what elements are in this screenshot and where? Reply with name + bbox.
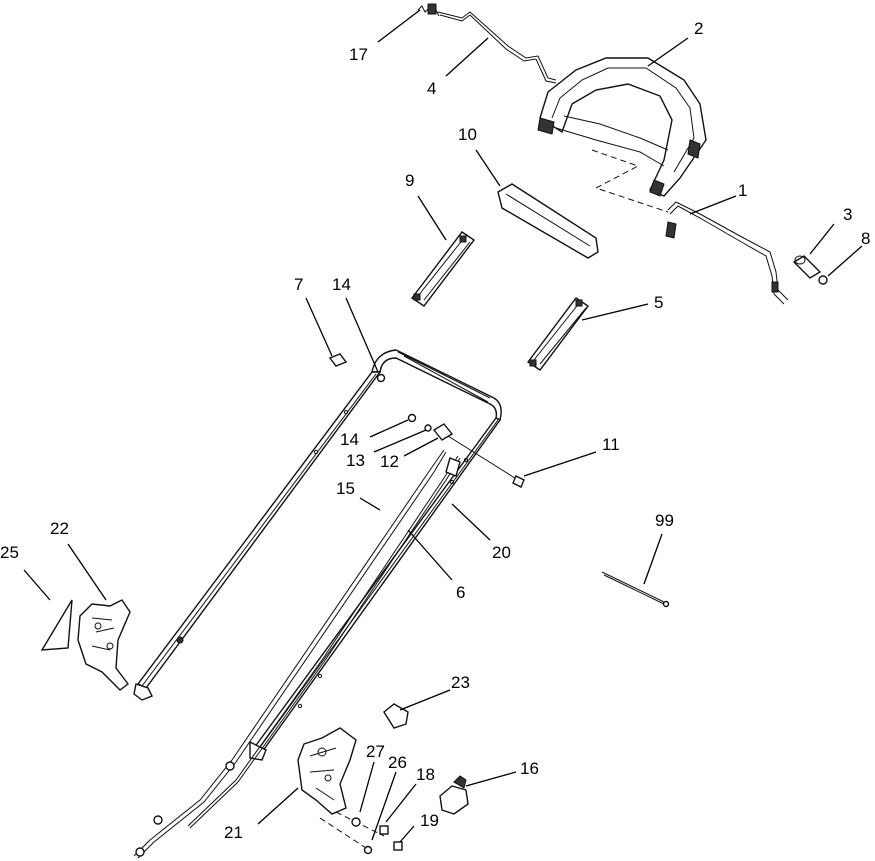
part-4-rod bbox=[437, 11, 557, 84]
part-25-decal bbox=[40, 599, 73, 651]
callout-9: 9 bbox=[405, 171, 414, 190]
part-14-nut bbox=[407, 413, 417, 423]
callout-7: 7 bbox=[294, 275, 303, 294]
part-16-adjuster bbox=[439, 775, 469, 815]
part-26-bolt bbox=[363, 845, 373, 855]
callout-14-top: 14 bbox=[332, 275, 351, 294]
part-19-spring bbox=[417, 3, 440, 17]
part-12-clamp bbox=[432, 423, 454, 441]
callout-18: 19 bbox=[420, 811, 439, 830]
callout-19: 17 bbox=[349, 45, 368, 64]
part-3-knob bbox=[792, 255, 822, 279]
callout-15: 15 bbox=[336, 479, 355, 498]
callout-99: 99 bbox=[655, 511, 674, 530]
part-27-washer bbox=[351, 817, 361, 827]
callout-1: 1 bbox=[738, 181, 747, 200]
part-22-bracket-left bbox=[77, 599, 131, 691]
part-21-bracket-right bbox=[297, 727, 357, 815]
callout-10: 10 bbox=[458, 125, 477, 144]
callout-2: 2 bbox=[694, 19, 703, 38]
callout-25: 25 bbox=[0, 543, 19, 562]
callout-16: 16 bbox=[520, 759, 539, 778]
part-15-cable bbox=[133, 449, 447, 859]
part-18-nut bbox=[393, 841, 403, 851]
part-11-bolt bbox=[447, 435, 525, 488]
callout-labels: 17 4 2 10 1 3 8 9 5 7 14 14 13 12 11 15 … bbox=[0, 19, 870, 842]
callout-22: 22 bbox=[50, 519, 69, 538]
part-5-bracket bbox=[526, 297, 590, 371]
hidden-line bbox=[591, 149, 669, 213]
callout-4: 4 bbox=[427, 79, 436, 98]
callout-20: 20 bbox=[492, 543, 511, 562]
part-13-washer bbox=[424, 424, 432, 432]
callout-12: 12 bbox=[380, 452, 399, 471]
callout-11: 11 bbox=[602, 435, 620, 454]
callout-13: 13 bbox=[346, 451, 365, 470]
callout-6: 6 bbox=[456, 583, 465, 602]
part-7-clip bbox=[328, 353, 348, 367]
part-23-knob bbox=[383, 703, 409, 729]
part-17-spacer bbox=[379, 825, 389, 835]
part-8-nut bbox=[818, 275, 828, 285]
part-14-screw-top bbox=[376, 373, 386, 383]
callout-17: 18 bbox=[416, 765, 435, 784]
callout-21: 21 bbox=[224, 823, 243, 842]
part-99-rod bbox=[601, 571, 670, 608]
callout-3: 3 bbox=[843, 205, 852, 224]
part-1-cable bbox=[665, 201, 789, 305]
callout-26: 26 bbox=[388, 753, 407, 772]
part-20-cable bbox=[187, 455, 461, 829]
hidden-line-2 bbox=[319, 811, 385, 849]
leader-lines bbox=[23, 9, 863, 843]
part-10-cover bbox=[497, 183, 599, 259]
part-2-bail-handle bbox=[537, 57, 707, 197]
callout-8: 8 bbox=[861, 229, 870, 248]
callout-27: 27 bbox=[366, 742, 385, 761]
callout-5: 5 bbox=[654, 293, 663, 312]
part-6-handle-frame bbox=[133, 349, 502, 761]
callout-14: 14 bbox=[340, 430, 359, 449]
part-9-bracket bbox=[410, 231, 476, 307]
callout-23: 23 bbox=[451, 673, 470, 692]
